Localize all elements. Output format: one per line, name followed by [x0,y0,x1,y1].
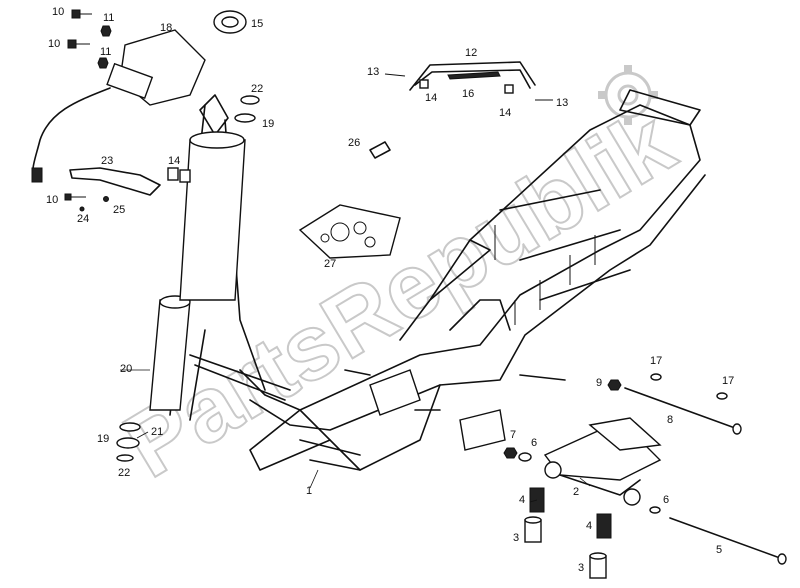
callout-15: 15 [251,18,264,30]
engine-mount-part-2 [543,417,662,506]
spring-part-4 [529,487,612,539]
callout-2: 2 [573,486,580,498]
callout-1: 1 [306,485,313,497]
callout-17: 17 [722,375,735,387]
callout-10: 10 [46,194,59,206]
callout-11: 11 [103,12,115,24]
callout-11: 11 [100,46,112,58]
callout-14: 14 [499,107,512,119]
bracket-part-23 [69,167,191,196]
callout-6: 6 [663,494,670,506]
callout-19: 19 [97,433,110,445]
callout-13: 13 [556,97,569,109]
steering-tube-part-20 [149,131,246,411]
bolt-part-10-top [71,9,92,19]
callout-12: 12 [465,47,478,59]
ignition-lock-part-18 [31,29,206,183]
washer-part-17 [650,373,728,400]
callout-7: 7 [510,429,517,441]
callout-5: 5 [716,544,723,556]
callout-26: 26 [348,137,361,149]
leader-lines [120,369,591,503]
callout-10: 10 [48,38,61,50]
axle-part-5 [669,517,787,565]
callout-3: 3 [513,532,520,544]
callout-16: 16 [462,88,475,100]
callout-24: 24 [77,213,90,225]
washer-part-6 [518,452,661,514]
callout-8: 8 [667,414,674,426]
rear-handle-part-12 [384,61,553,101]
callout-25: 25 [113,204,126,216]
bearing-stack-lower [116,422,141,462]
callout-22: 22 [118,467,131,479]
callout-13: 13 [367,66,380,78]
hardware-kit-part-27 [298,204,401,259]
callout-3: 3 [578,562,585,574]
callout-17: 17 [650,355,663,367]
callout-27: 27 [324,258,337,270]
bearing-stack-upper [234,95,260,123]
callout-9: 9 [596,377,603,389]
callout-10: 10 [52,6,65,18]
callout-14: 14 [168,155,181,167]
callout-18: 18 [160,22,173,34]
cap-part-15 [213,10,247,34]
bolt-part-10-mid [67,39,90,49]
callout-23: 23 [101,155,114,167]
callout-19: 19 [262,118,275,130]
bolts-part-24-25 [64,193,109,212]
callout-4: 4 [519,494,526,506]
bushing-part-3 [524,516,607,579]
clip-part-26 [369,141,391,159]
callout-20: 20 [120,363,133,375]
callout-6: 6 [531,437,538,449]
nut-part-11 [97,25,112,69]
callout-21: 21 [151,426,164,438]
nut-part-7-9 [503,379,622,459]
callout-22: 22 [251,83,264,95]
callout-14: 14 [425,92,438,104]
axle-part-8 [624,387,742,435]
callout-4: 4 [586,520,593,532]
main-frame-part-1 [169,89,706,471]
